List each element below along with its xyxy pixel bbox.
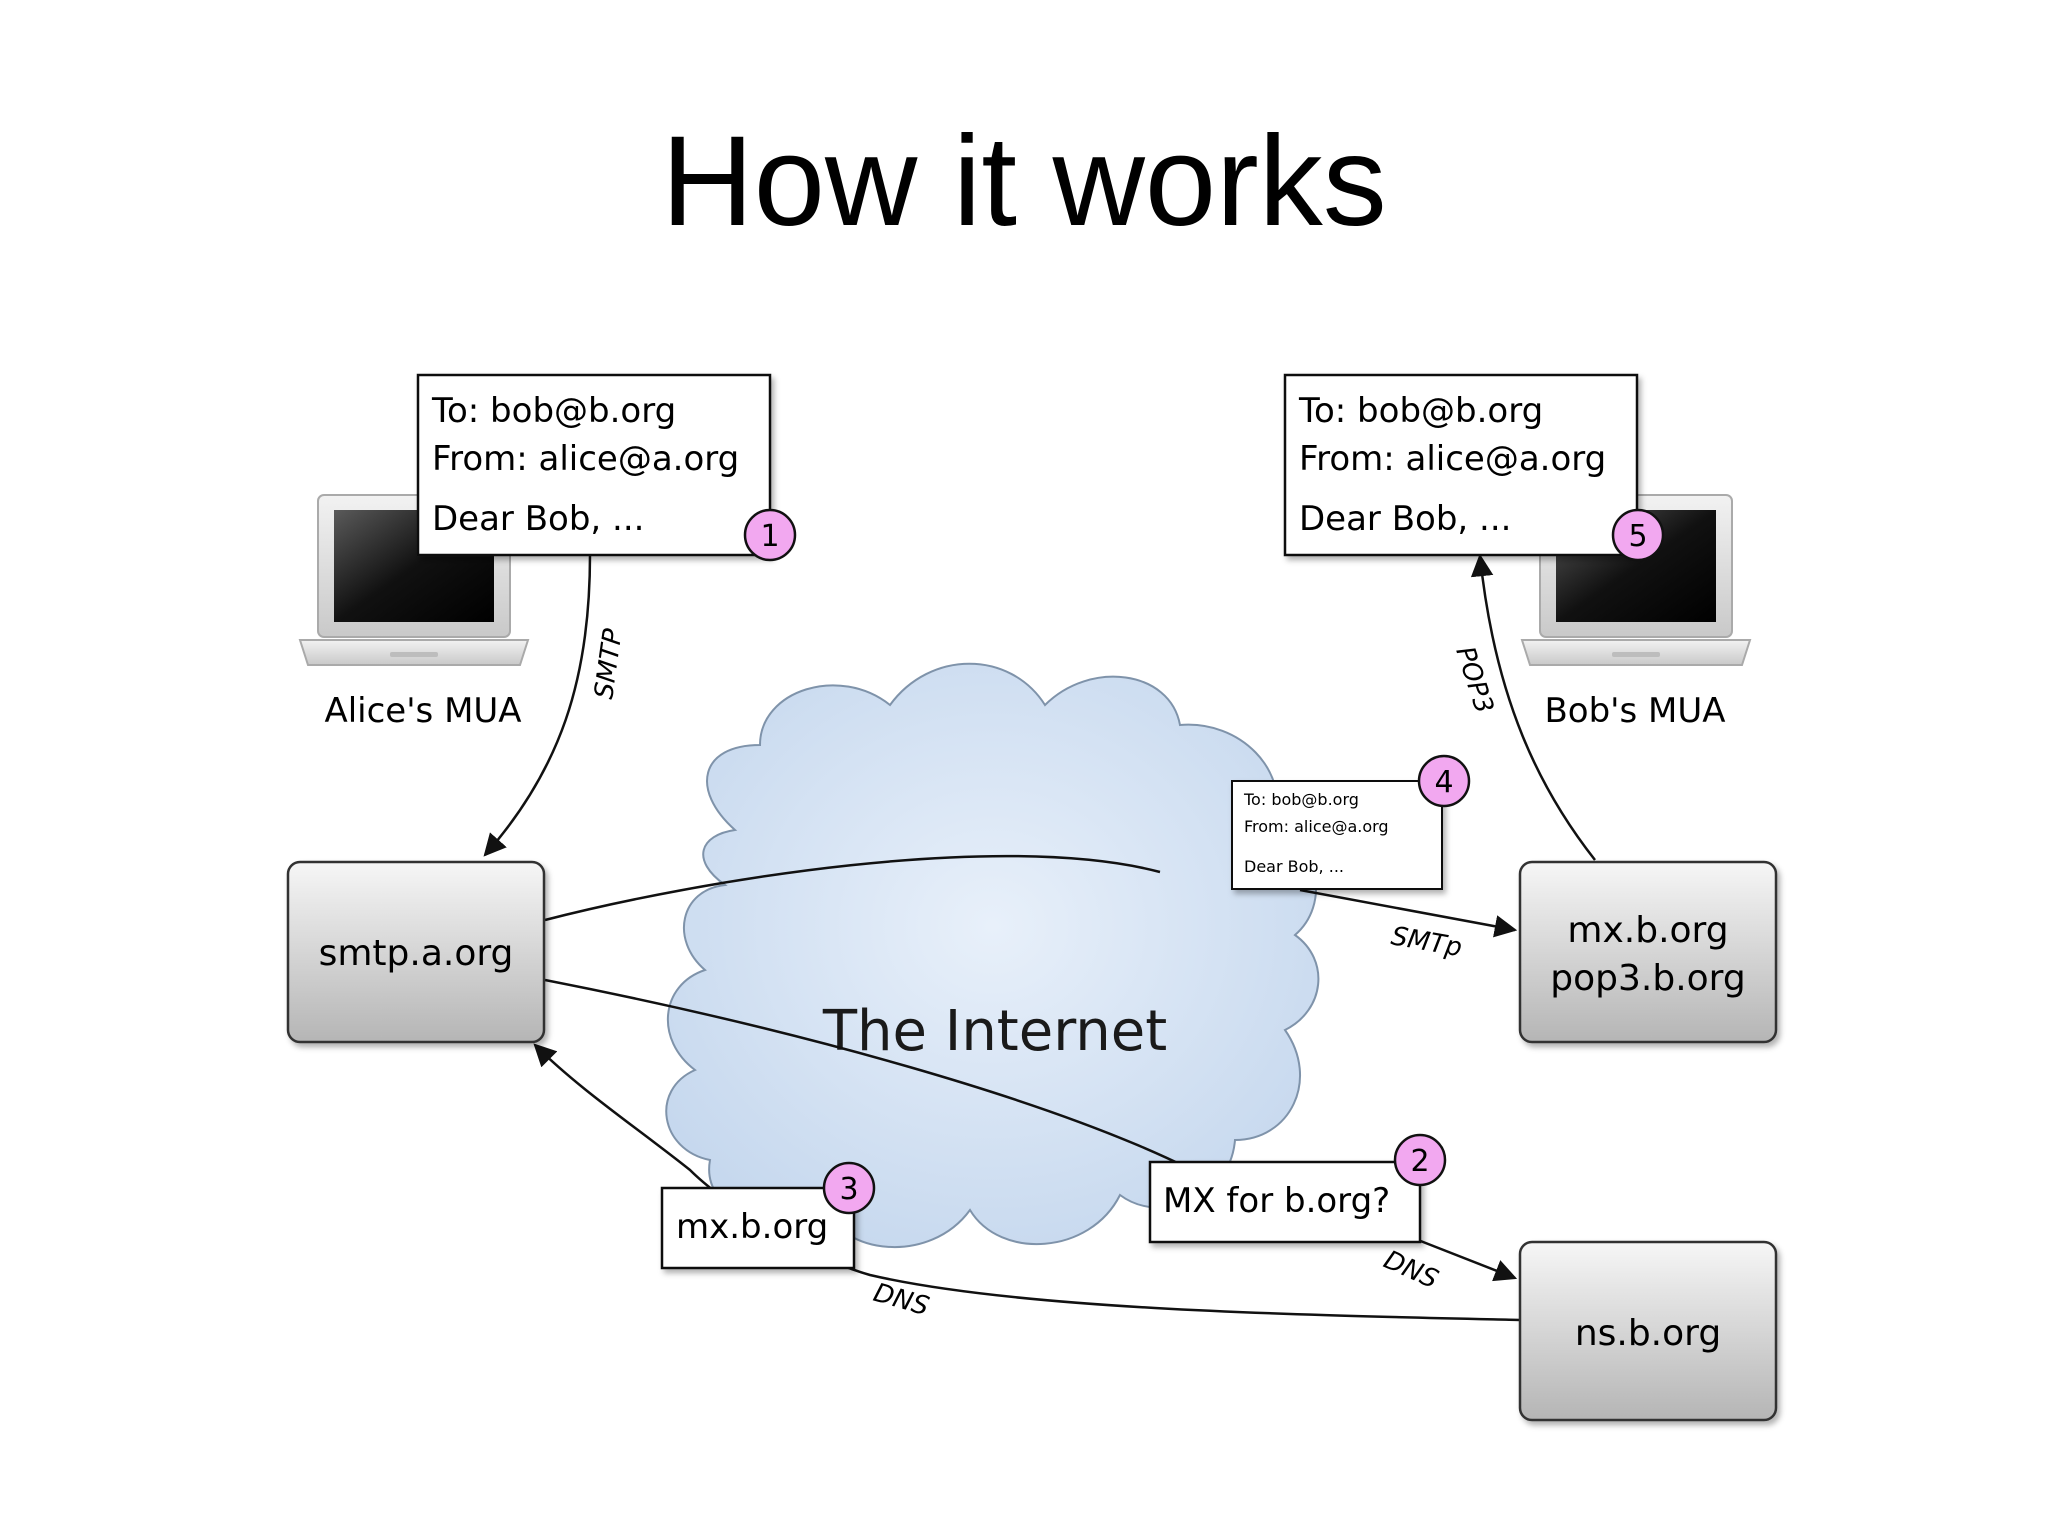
smtp-label-alice: SMTP bbox=[589, 627, 629, 701]
slide-title: How it works bbox=[661, 110, 1387, 253]
step-number: 5 bbox=[1628, 519, 1647, 554]
bob-mua-label: Bob's MUA bbox=[1544, 691, 1725, 731]
letter-in-transit: To: bob@b.org From: alice@a.org Dear Bob… bbox=[1231, 780, 1443, 890]
letter-bob: To: bob@b.org From: alice@a.org Dear Bob… bbox=[1283, 373, 1639, 557]
alice-mua-label: Alice's MUA bbox=[324, 691, 521, 731]
letter-from: From: alice@a.org bbox=[1299, 439, 1606, 479]
letter-to: To: bob@b.org bbox=[1243, 790, 1359, 809]
letter-alice: To: bob@b.org From: alice@a.org Dear Bob… bbox=[416, 373, 772, 557]
step-number: 3 bbox=[839, 1172, 858, 1207]
letter-to: To: bob@b.org bbox=[1298, 391, 1543, 431]
letter-body: Dear Bob, ... bbox=[1244, 857, 1344, 876]
letter-from: From: alice@a.org bbox=[1244, 817, 1389, 836]
dns-answer-text: mx.b.org bbox=[676, 1207, 828, 1247]
letter-from: From: alice@a.org bbox=[432, 439, 739, 479]
dns-label-query: DNS bbox=[1379, 1245, 1442, 1295]
step-number: 4 bbox=[1434, 765, 1453, 800]
mx-b-label: mx.b.org bbox=[1567, 910, 1728, 951]
smtp-arrow-mx bbox=[1299, 888, 1518, 938]
step-number: 1 bbox=[760, 519, 779, 554]
dns-query-text: MX for b.org? bbox=[1163, 1181, 1390, 1221]
pop3-label: POP3 bbox=[1449, 643, 1499, 717]
step-number: 2 bbox=[1410, 1144, 1429, 1179]
smtp-a-server: smtp.a.org bbox=[286, 860, 546, 1044]
ns-b-server: ns.b.org bbox=[1518, 1240, 1778, 1422]
pop3-b-label: pop3.b.org bbox=[1550, 958, 1745, 999]
step-badge-3: 3 bbox=[822, 1161, 876, 1215]
smtp-relay-line-upper bbox=[544, 854, 1161, 922]
dns-arrow-query bbox=[1417, 1238, 1518, 1282]
mx-b-server: mx.b.org pop3.b.org bbox=[1518, 860, 1778, 1044]
step-badge-1: 1 bbox=[743, 508, 797, 562]
dns-query-box: MX for b.org? bbox=[1148, 1160, 1422, 1244]
step-badge-4: 4 bbox=[1417, 754, 1471, 808]
letter-body: Dear Bob, ... bbox=[1299, 499, 1511, 539]
letter-to: To: bob@b.org bbox=[431, 391, 676, 431]
smtp-label-mx: SMTp bbox=[1389, 921, 1464, 963]
internet-label: The Internet bbox=[822, 999, 1167, 1064]
step-badge-5: 5 bbox=[1611, 508, 1665, 562]
pop3-arrow-bob bbox=[1470, 553, 1596, 861]
letter-body: Dear Bob, ... bbox=[432, 499, 644, 539]
smtp-a-label: smtp.a.org bbox=[319, 933, 514, 974]
dns-answer-box: mx.b.org bbox=[660, 1186, 856, 1270]
step-badge-2: 2 bbox=[1393, 1133, 1447, 1187]
smtp-relay-line-lower bbox=[544, 978, 1189, 1170]
internet-cloud bbox=[665, 662, 1320, 1249]
ns-b-label: ns.b.org bbox=[1575, 1313, 1721, 1354]
smtp-arrow-alice bbox=[483, 554, 592, 857]
